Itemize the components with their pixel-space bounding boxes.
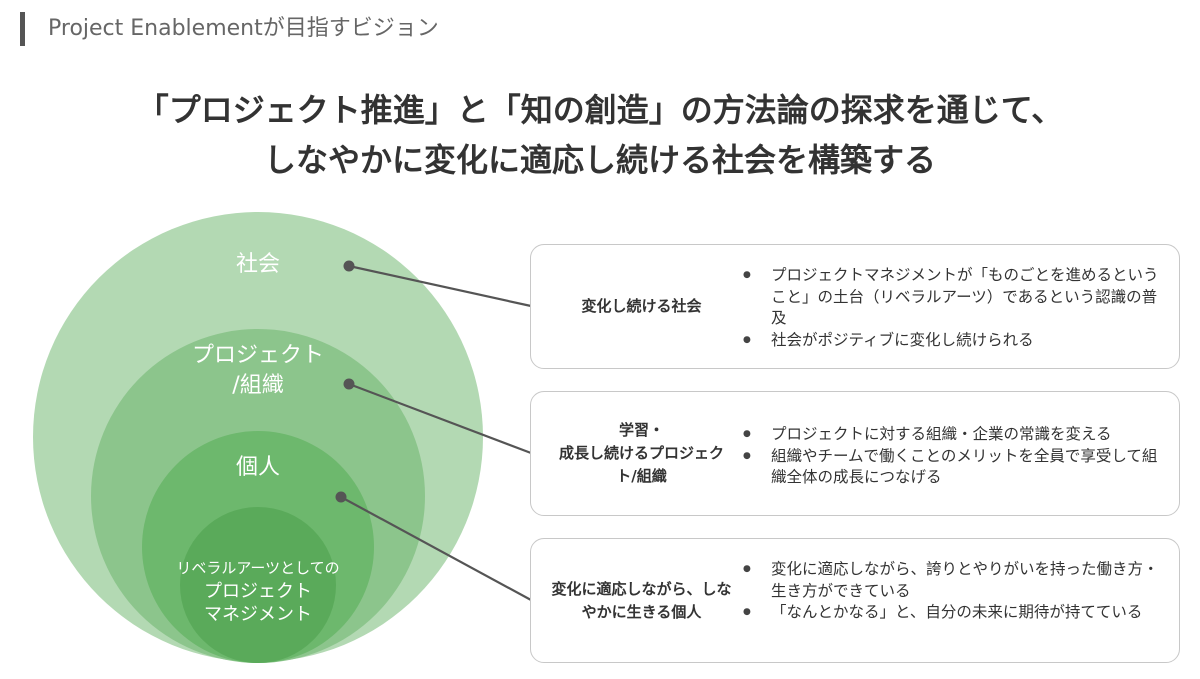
- card-title: 変化に適応しながら、しなやかに生きる個人: [551, 579, 732, 621]
- card-bullet-list: 変化に適応しながら、誇りとやりがいを持った働き方・生き方ができている 「なんとか…: [739, 559, 1164, 624]
- label-core-small: リベラルアーツとしての: [176, 559, 340, 577]
- vision-card-society: 変化し続ける社会 プロジェクトマネジメントが「ものごとを進めるということ」の土台…: [530, 244, 1180, 369]
- connector-individual: [340, 496, 532, 601]
- card-bullet: 変化に適応しながら、誇りとやりがいを持った働き方・生き方ができている: [739, 559, 1164, 602]
- connector-dot-society: [343, 260, 355, 272]
- headline-line-2: しなやかに変化に適応し続ける社会を構築する: [263, 141, 936, 179]
- card-bullet-list: プロジェクトマネジメントが「ものごとを進めるということ」の土台（リベラルアーツ）…: [739, 265, 1164, 351]
- card-bullet: 組織やチームで働くことのメリットを全員で享受して組織全体の成長につなげる: [739, 446, 1164, 489]
- connector-organization: [348, 382, 532, 455]
- label-society: 社会: [235, 252, 280, 277]
- card-bullet: 社会がポジティブに変化し続けられる: [739, 330, 1164, 352]
- card-bullet: 「なんとかなる」と、自分の未来に期待が持てている: [739, 602, 1164, 624]
- card-title: 学習・ 成長し続けるプロジェクト/組織: [558, 421, 724, 485]
- connector-dot-organization: [343, 378, 355, 390]
- label-individual: 個人: [235, 455, 280, 480]
- header-accent-bar: [20, 12, 25, 46]
- card-bullet: プロジェクトに対する組織・企業の常識を変える: [739, 424, 1164, 446]
- core-circle: [180, 507, 336, 663]
- card-bullet: プロジェクトマネジメントが「ものごとを進めるということ」の土台（リベラルアーツ）…: [739, 265, 1164, 330]
- page-title: Project Enablementが目指すビジョン: [48, 16, 439, 41]
- vision-card-organization: 学習・ 成長し続けるプロジェクト/組織 プロジェクトに対する組織・企業の常識を変…: [530, 391, 1180, 516]
- label-core-main: プロジェクト マネジメント: [204, 581, 312, 625]
- connector-dot-individual: [335, 491, 347, 503]
- label-organization: プロジェクト /組織: [191, 343, 324, 398]
- connector-society: [348, 264, 532, 308]
- vision-card-individual: 変化に適応しながら、しなやかに生きる個人 変化に適応しながら、誇りとやりがいを持…: [530, 538, 1180, 663]
- card-bullet-list: プロジェクトに対する組織・企業の常識を変える 組織やチームで働くことのメリットを…: [739, 424, 1164, 489]
- headline-line-1: 「プロジェクト推進」と「知の創造」の方法論の探求を通じて、: [136, 91, 1064, 129]
- card-title: 変化し続ける社会: [581, 297, 702, 315]
